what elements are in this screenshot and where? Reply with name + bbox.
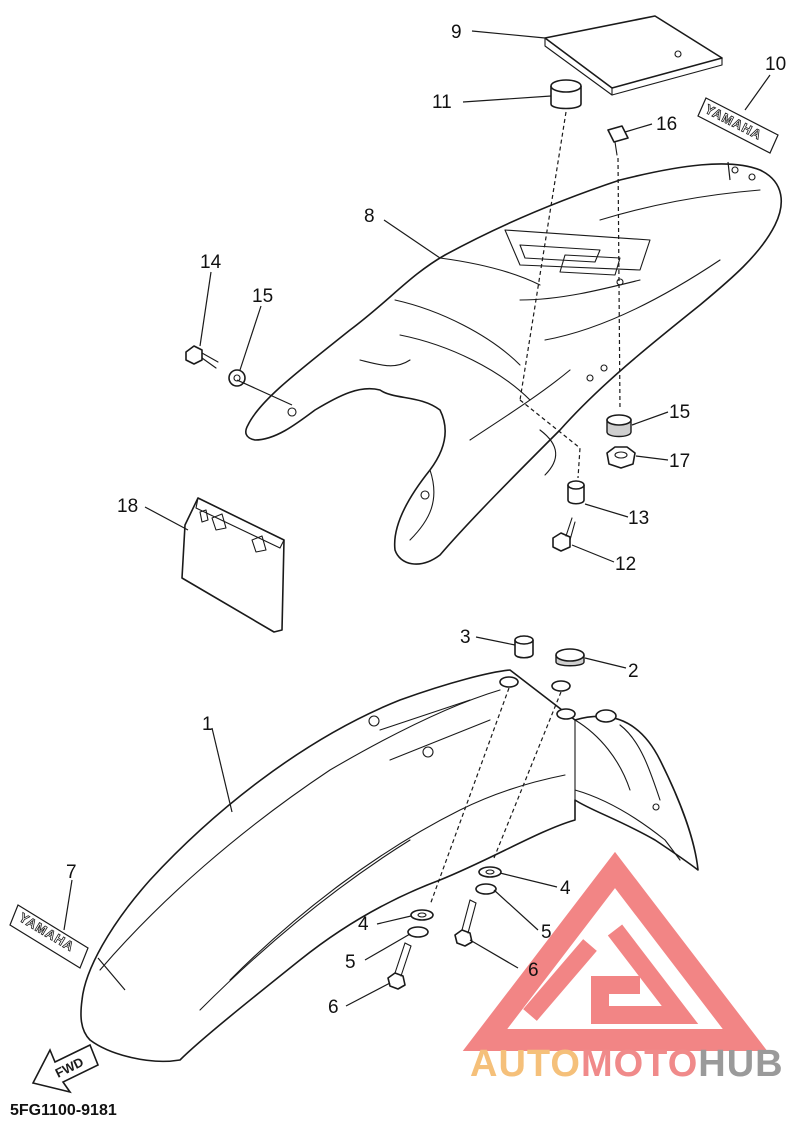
callout-15-left: 15 — [252, 286, 273, 307]
callout-18: 18 — [117, 496, 138, 517]
callout-17: 17 — [669, 451, 690, 472]
callout-4-right: 4 — [560, 878, 571, 899]
watermark-auto: AUTO — [470, 1043, 581, 1085]
fwd-arrow: FWD — [31, 1043, 100, 1094]
callout-6-right: 6 — [528, 960, 539, 981]
callout-5-left: 5 — [345, 952, 356, 973]
part-code: 5FG1100-9181 — [10, 1102, 117, 1119]
damper-2 — [555, 648, 585, 667]
nut-17 — [606, 446, 636, 469]
front-decal: YAMAHA — [9, 904, 89, 969]
callout-12: 12 — [615, 554, 636, 575]
callout-6-left: 6 — [328, 997, 339, 1018]
damper — [550, 79, 582, 110]
callout-9: 9 — [451, 22, 462, 43]
number-plate — [181, 497, 285, 633]
callout-13: 13 — [628, 508, 649, 529]
callout-2: 2 — [628, 661, 639, 682]
callout-14: 14 — [200, 252, 222, 273]
dash-line — [617, 157, 621, 411]
callout-5-right: 5 — [541, 922, 552, 943]
callout-11: 11 — [432, 92, 452, 113]
svg-text:AUTOMOTOHUB: AUTOMOTOHUB — [470, 1043, 784, 1085]
rear-decal: YAMAHA — [697, 97, 779, 154]
bolt-14 — [185, 345, 219, 369]
clip — [607, 125, 629, 156]
dash-line — [493, 691, 562, 859]
damper-3 — [514, 635, 534, 659]
bolt-12 — [552, 517, 576, 552]
bolt-6-left — [387, 942, 412, 990]
collar-15-right — [606, 414, 632, 438]
seat-plate — [544, 15, 723, 96]
front-fender — [80, 669, 699, 1063]
collar-15-left — [228, 369, 246, 387]
watermark-logo — [462, 851, 768, 1051]
callout-lines — [63, 30, 771, 1007]
bolt-6-right — [454, 899, 477, 947]
rear-fender — [245, 163, 782, 565]
washer-5-left — [407, 926, 429, 938]
callout-7: 7 — [66, 862, 77, 883]
callout-16: 16 — [656, 114, 677, 135]
watermark-text: AUTOMOTOHUB — [470, 1043, 784, 1085]
washer-5-right — [475, 883, 497, 895]
collar-13 — [567, 480, 585, 505]
watermark-moto: MOTO — [581, 1043, 698, 1085]
washer-4-right — [478, 866, 502, 878]
callout-10: 10 — [765, 54, 786, 75]
callout-labels: 9 10 11 16 8 14 15 15 17 13 12 18 3 2 1 … — [66, 22, 786, 1018]
callout-3: 3 — [460, 627, 471, 648]
dash-line — [429, 687, 510, 906]
watermark-hub: HUB — [698, 1043, 783, 1085]
washer-4-left — [410, 909, 434, 921]
callout-8: 8 — [364, 206, 375, 227]
callout-4-left: 4 — [358, 914, 369, 935]
callout-15-right: 15 — [669, 402, 690, 423]
callout-1: 1 — [202, 714, 213, 735]
